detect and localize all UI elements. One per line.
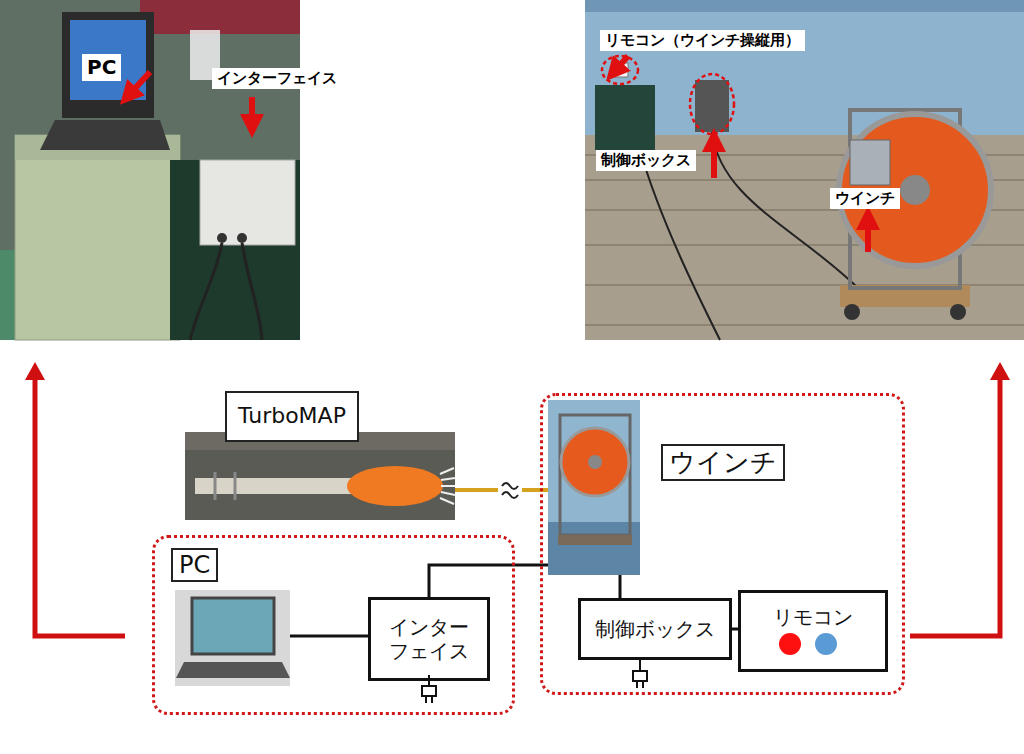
cable [455, 488, 548, 492]
plug-symbol [422, 660, 647, 703]
pc-setup-photo [0, 0, 300, 340]
pc-setup-photo [40, 120, 170, 150]
box-text: TurboMAP [238, 403, 346, 429]
cable [455, 483, 548, 498]
pc-group: PC インターフェイス [152, 535, 515, 715]
photo-callout: 制御ボックス [596, 150, 696, 171]
turbomap-photo [185, 432, 455, 520]
laptop-icon [175, 590, 290, 686]
pointer-arrow [35, 378, 125, 636]
winch-setup-photo [585, 0, 1024, 340]
winch-image [548, 400, 640, 575]
instrument-label: TurboMAP [225, 391, 359, 442]
turbomap-photo [195, 478, 360, 494]
plug-symbol [633, 671, 647, 681]
winch-setup-photo [865, 218, 871, 252]
laptop-icon [175, 590, 290, 686]
remote-button [779, 633, 837, 655]
wire [619, 575, 622, 598]
callout-label: インターフェイス [212, 68, 342, 89]
turbomap-photo [347, 466, 443, 506]
laptop-icon [176, 662, 290, 678]
cable [502, 483, 518, 498]
photo-callout: リモコン（ウインチ操縦用） [600, 30, 805, 51]
winch-image [548, 400, 640, 575]
pointer-arrow [25, 362, 45, 380]
pc-setup-photo [0, 0, 300, 340]
pc-setup-photo [15, 135, 180, 340]
plug-symbol [426, 696, 432, 703]
photo-callout: インターフェイス [212, 68, 342, 89]
winch-setup-photo [711, 140, 717, 178]
box-text: リモコン [773, 605, 853, 629]
pointer-arrow [990, 362, 1010, 380]
wire [290, 635, 368, 638]
control-box: 制御ボックス [578, 598, 732, 660]
pc-setup-photo [170, 160, 300, 340]
winch-group: ウインチ制御ボックス リモコン [540, 393, 905, 695]
photo-callout: PC [82, 54, 121, 81]
photo-callout: ウインチ [830, 188, 900, 209]
winch-setup-photo [690, 74, 734, 134]
winch-setup-photo [585, 0, 1024, 12]
winch-setup-photo [602, 56, 638, 84]
remote-box: リモコン [738, 590, 888, 672]
group-heading: ウインチ [661, 444, 785, 481]
winch-image [561, 428, 629, 496]
winch-setup-photo [950, 304, 966, 320]
pc-setup-photo [128, 72, 150, 96]
pc-setup-photo [190, 243, 262, 340]
callout-label: PC [82, 54, 121, 81]
turbomap-photo [215, 472, 235, 500]
winch-setup-photo [844, 304, 860, 320]
callout-label: ウインチ [830, 188, 900, 209]
pc-setup-photo [249, 97, 255, 126]
pointer-arrow [910, 378, 1000, 636]
box-text: 制御ボックス [595, 617, 715, 641]
remote-button [779, 633, 801, 655]
winch-image [548, 522, 640, 575]
winch-setup-photo [850, 140, 890, 185]
pc-setup-photo [237, 233, 247, 243]
turbomap-photo [185, 432, 455, 520]
winch-setup-photo [595, 85, 655, 150]
connector-wire [429, 565, 540, 597]
group-heading: PC [171, 548, 218, 582]
plug-symbol [422, 686, 436, 696]
box-text: インターフェイス [387, 615, 471, 663]
winch-image [558, 535, 632, 545]
pc-setup-photo [217, 233, 227, 243]
pc-setup-photo [140, 0, 300, 34]
pc-setup-photo [62, 12, 154, 118]
turbomap-photo [440, 468, 455, 504]
winch-setup-photo [695, 80, 729, 132]
laptop-icon [192, 598, 274, 654]
callout-label: 制御ボックス [596, 150, 696, 171]
plug-symbol [639, 660, 641, 671]
winch-setup-photo [900, 175, 930, 205]
winch-setup-photo [614, 56, 628, 72]
remote-button [815, 633, 837, 655]
pc-setup-photo [200, 160, 295, 245]
plug-symbol [637, 681, 643, 688]
winch-image [588, 455, 602, 469]
pointer-arrow [25, 362, 1010, 636]
winch-image [560, 415, 630, 535]
interface-box: インターフェイス [368, 597, 490, 681]
callout-label: リモコン（ウインチ操縦用） [600, 30, 805, 51]
winch-setup-photo [585, 0, 1024, 340]
